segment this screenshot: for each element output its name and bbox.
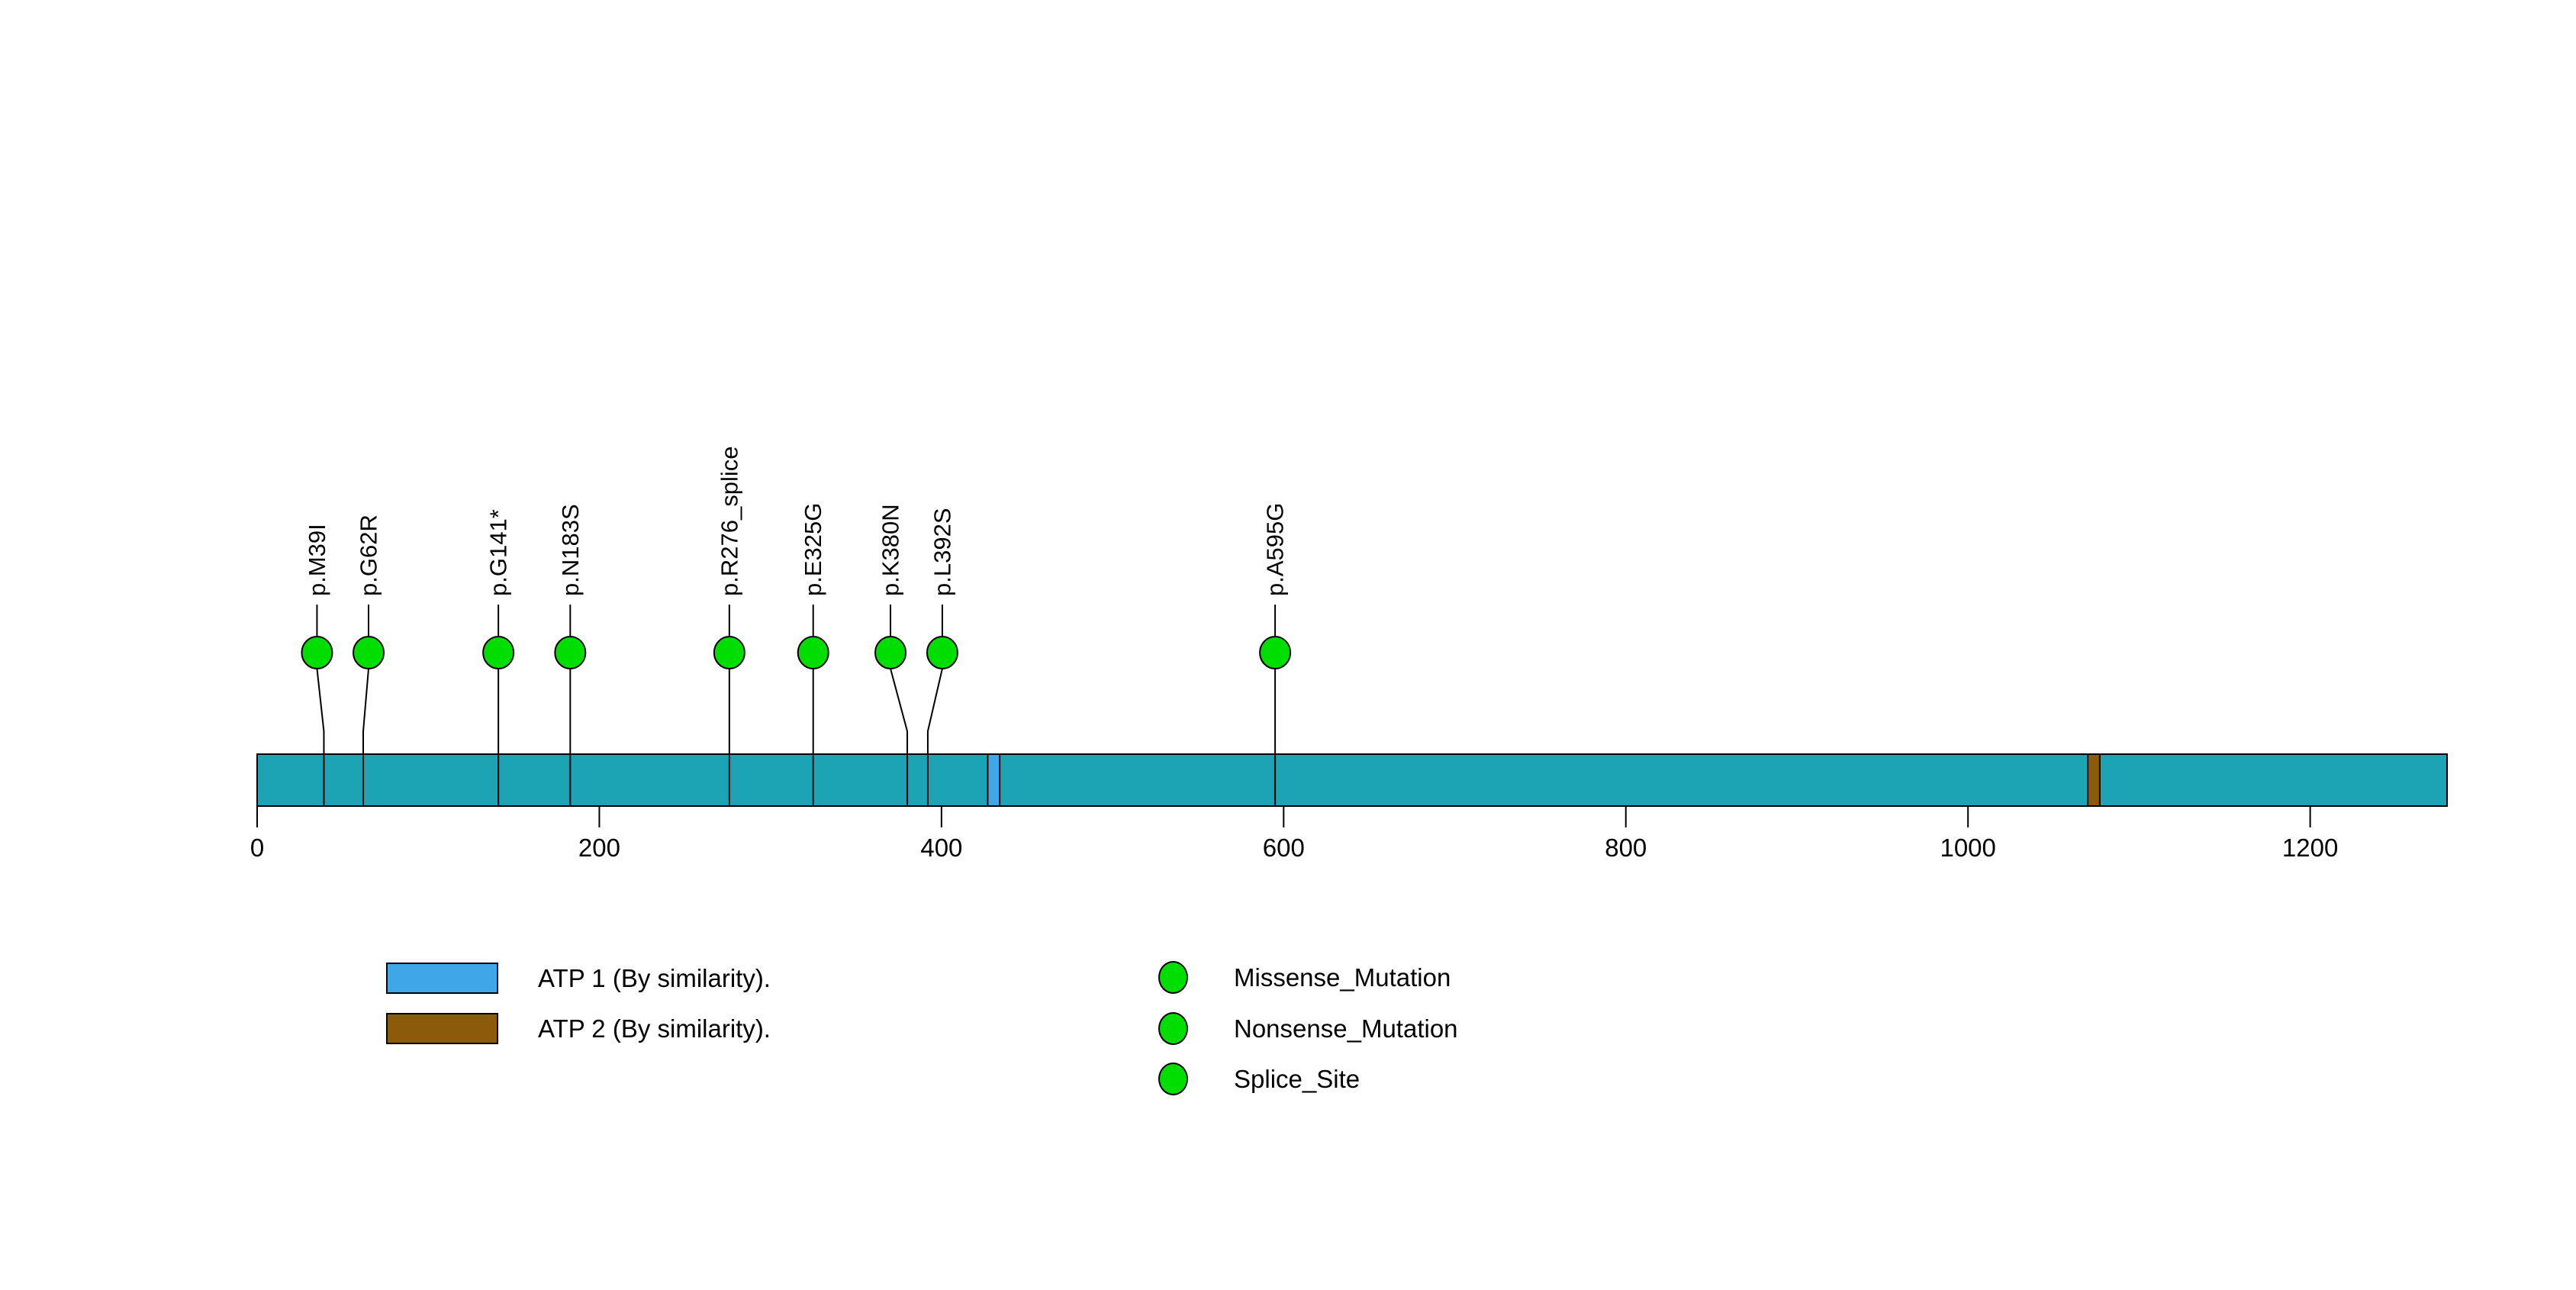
protein-bar	[256, 753, 2448, 807]
mutation-circle	[926, 636, 958, 669]
legend-item-nonsense: Nonsense_Mutation	[1158, 1012, 1458, 1045]
mutation-circle	[301, 636, 333, 669]
splice-site-dot-icon	[1158, 1063, 1188, 1095]
mutation-label: p.L392S	[929, 508, 955, 597]
mutation-circle	[353, 636, 385, 669]
nonsense-legend-label: Nonsense_Mutation	[1234, 1014, 1458, 1043]
mutation-label: p.E325G	[800, 503, 826, 596]
mutation-label: p.M39I	[304, 524, 330, 596]
axis-tick-label: 800	[1605, 834, 1647, 862]
missense-dot-icon	[1158, 961, 1188, 994]
mutation-label: p.G62R	[356, 514, 382, 596]
axis-tick-label: 0	[250, 834, 264, 862]
missense-legend-label: Missense_Mutation	[1234, 963, 1451, 992]
legend-item-splice-site: Splice_Site	[1158, 1063, 1360, 1095]
legend-item-atp2: ATP 2 (By similarity).	[386, 1012, 771, 1045]
atp1-color-swatch	[386, 963, 498, 994]
mutation-circle	[713, 636, 745, 669]
mutation-label: p.A595G	[1262, 503, 1289, 596]
axis-tick-label: 400	[920, 834, 962, 862]
mutation-label: p.K380N	[877, 504, 904, 596]
mutation-circle	[874, 636, 907, 669]
mutation-label: p.N183S	[557, 504, 584, 596]
mutation-circle	[554, 636, 587, 669]
axis-tick-label: 600	[1263, 834, 1305, 862]
atp2-legend-label: ATP 2 (By similarity).	[538, 1014, 771, 1043]
atp2-color-swatch	[386, 1013, 498, 1044]
mutation-label: p.G141*	[485, 509, 512, 596]
mutation-circle	[482, 636, 515, 669]
atp1-legend-label: ATP 1 (By similarity).	[538, 964, 771, 992]
axis-tick-label: 200	[578, 834, 620, 862]
mutation-circle	[797, 636, 829, 669]
splice-site-legend-label: Splice_Site	[1234, 1065, 1360, 1093]
domain-band-1	[987, 753, 1001, 807]
mutation-label: p.R276_splice	[716, 447, 742, 596]
legend-item-atp1: ATP 1 (By similarity).	[386, 962, 771, 995]
domain-band-2	[2087, 753, 2101, 807]
mutation-circle	[1259, 636, 1292, 669]
axis-tick-label: 1200	[2282, 834, 2338, 862]
legend-item-missense: Missense_Mutation	[1158, 961, 1451, 994]
axis-tick-label: 1000	[1940, 834, 1995, 862]
nonsense-dot-icon	[1158, 1012, 1188, 1045]
